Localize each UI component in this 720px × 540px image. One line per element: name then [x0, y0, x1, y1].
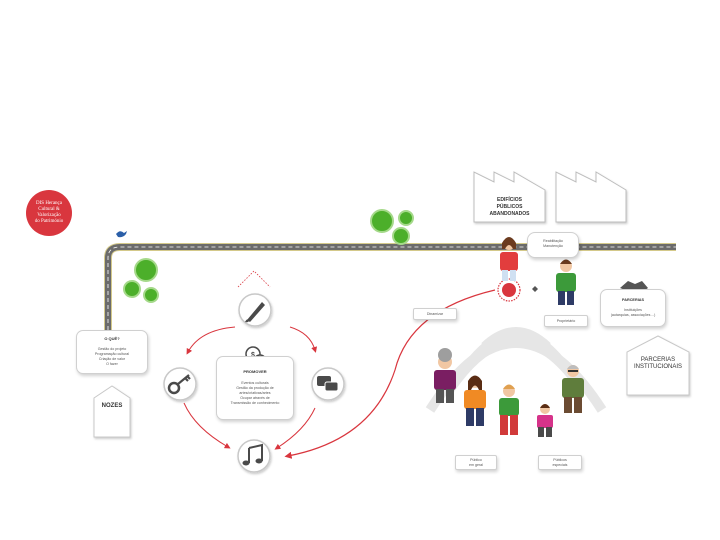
o-que-card: O QUÊ? Gestão do projeto Programação cul…	[76, 330, 148, 374]
person-man-green	[556, 259, 576, 305]
proprietario-label-box: Proprietário	[544, 315, 588, 327]
parcerias-institucionais-house	[626, 335, 690, 396]
parcerias-inst-line-1: PARCERIAS	[640, 357, 676, 363]
publico-geral-line-2: em geral	[469, 463, 483, 467]
publico-geral-line-1: Público	[470, 458, 482, 462]
music-note-icon	[237, 439, 271, 473]
key-icon	[163, 367, 197, 401]
svg-text:$: $	[251, 352, 255, 359]
small-diamond	[532, 286, 538, 292]
nozes-label: NOZES	[101, 403, 123, 409]
speech-line-2: Manutenção	[543, 244, 563, 248]
publico-especial-box: Públicos especiais	[538, 455, 582, 470]
promover-line-1: Eventos culturais	[241, 381, 269, 385]
factory-icon-2	[555, 171, 627, 223]
speech-line-1: Reabilitação	[543, 239, 563, 243]
edificios-line-2: PÚBLICOS	[496, 204, 523, 210]
dinamizar-label: Dinamizar	[426, 312, 444, 316]
promover-line-5: Transmissão de conhecimento	[230, 401, 280, 405]
badge-dis-heranca: DIS Herança Cultural & Valorização do Pa…	[26, 190, 72, 236]
person-girl	[537, 404, 553, 437]
o-que-line-4: O fazer	[106, 362, 118, 366]
promover-card: PROMOVER Eventos culturais Gestão da pro…	[216, 356, 294, 420]
badge-line-3: Valorização	[37, 213, 61, 218]
proprietario-label: Proprietário	[556, 319, 576, 323]
promover-line-4: Ocupar através de	[240, 396, 270, 400]
badge-line-1: DIS Herança	[36, 200, 62, 206]
factory-icon	[473, 171, 546, 223]
parcerias-card: PARCERIAS Instituições (autarquias, asso…	[600, 289, 666, 327]
nozes-house	[93, 385, 131, 438]
edificios-line-1: EDIFÍCIOS	[496, 197, 522, 203]
o-que-line-3: Criação de valor	[98, 357, 126, 361]
parcerias-line-2: (autarquias, associações…)	[610, 313, 656, 317]
bird-icon	[116, 231, 127, 238]
promover-line-3: artes/criativas/artes	[239, 391, 271, 395]
promover-line-2: Gestão da produção de	[236, 386, 274, 390]
dinamizar-label-box: Dinamizar	[413, 308, 457, 320]
dotted-triangle	[237, 270, 271, 288]
dinamizar-arrow	[284, 289, 496, 459]
parcerias-line-1: Instituições	[624, 308, 642, 312]
location-pin-icon	[497, 278, 521, 302]
publico-geral-box: Público em geral	[455, 455, 497, 470]
publico-especial-line-2: especiais	[552, 463, 568, 467]
promover-title: PROMOVER	[243, 369, 267, 374]
road	[104, 243, 676, 330]
brush-icon	[238, 293, 272, 327]
person-grandma	[434, 348, 456, 403]
chat-icon	[311, 367, 345, 401]
o-que-line-1: Gestão do projeto	[97, 347, 127, 351]
tree-cluster-right	[370, 209, 414, 245]
person-man-green-2	[499, 384, 519, 435]
badge-line-4: do Património	[34, 219, 64, 225]
o-que-line-2: Programação cultural	[94, 352, 130, 356]
person-woman-orange	[464, 375, 486, 426]
badge-line-2: Cultural &	[38, 206, 60, 212]
edificios-line-3: ABANDONADOS	[489, 211, 530, 217]
publico-especial-line-1: Públicos	[553, 458, 567, 462]
o-que-title: O QUÊ?	[104, 336, 120, 341]
person-woman-red	[500, 237, 518, 281]
parcerias-inst-line-2: INSTITUCIONAIS	[633, 364, 682, 370]
cycle-arrows	[183, 326, 318, 450]
tree-cluster-left	[123, 258, 159, 303]
speech-bubble: Reabilitação Manutenção	[527, 232, 579, 258]
person-grandpa	[562, 365, 584, 413]
parcerias-title: PARCERIAS	[621, 298, 645, 302]
